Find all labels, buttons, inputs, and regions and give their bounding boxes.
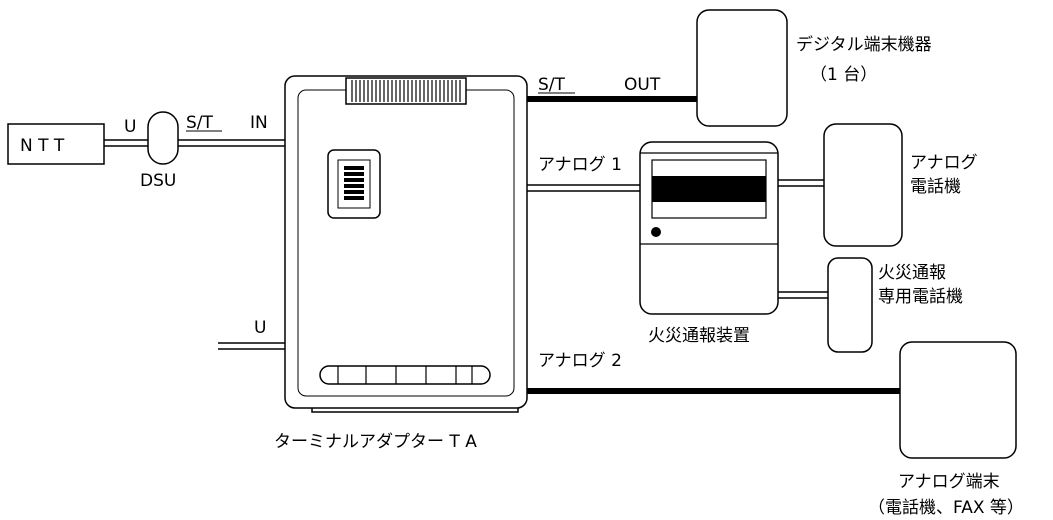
ta-indicator-bar bbox=[319, 365, 491, 385]
dip-switch bbox=[344, 172, 364, 176]
ta-indicator-dividers bbox=[337, 366, 473, 384]
fire-device-label: 火災通報装置 bbox=[648, 326, 750, 346]
analog-phone-label-2: 電話機 bbox=[910, 177, 961, 197]
fire-phone-label-2: 専用電話機 bbox=[878, 287, 963, 307]
analog-phone-box bbox=[823, 123, 903, 247]
fire-phone-box bbox=[827, 257, 873, 353]
analog1-label: アナログ 1 bbox=[538, 155, 622, 175]
out-label: OUT bbox=[624, 75, 661, 95]
dip-switch bbox=[344, 190, 364, 194]
dip-switch bbox=[344, 178, 364, 182]
digital-terminal-label-1: デジタル端末機器 bbox=[796, 34, 932, 55]
ta-dip-switches bbox=[344, 166, 364, 200]
st-left-label: S/T bbox=[186, 113, 214, 133]
fire-device-display-band bbox=[652, 176, 766, 202]
dsu-label: DSU bbox=[140, 171, 176, 191]
digital-terminal-label-2: （1 台） bbox=[810, 65, 877, 85]
dip-switch bbox=[344, 184, 364, 188]
analog-terminal-label-2: （電話機、FAX 等） bbox=[868, 498, 1024, 518]
ntt-label: N T T bbox=[20, 136, 65, 156]
ta-box bbox=[284, 75, 528, 409]
fire-device-button bbox=[651, 227, 661, 237]
u-left-label: U bbox=[124, 117, 136, 137]
fire-phone-label-1: 火災通報 bbox=[878, 263, 946, 283]
dip-switch bbox=[344, 166, 364, 170]
analog2-label: アナログ 2 bbox=[538, 351, 622, 371]
analog-terminal-box bbox=[899, 341, 1017, 459]
dip-switch bbox=[344, 196, 364, 200]
u-bottom-label: U bbox=[254, 318, 266, 338]
digital-terminal-box bbox=[696, 9, 788, 127]
analog-terminal-label-1: アナログ端末 bbox=[898, 472, 1000, 492]
st-top-label: S/T bbox=[538, 75, 566, 95]
ta-label: ターミナルアダプター T A bbox=[274, 432, 477, 452]
in-label: IN bbox=[250, 113, 268, 133]
analog-phone-label-1: アナログ bbox=[910, 153, 978, 173]
dsu-box bbox=[147, 111, 179, 165]
ntt-box bbox=[7, 123, 105, 165]
ta-top-vent bbox=[345, 77, 467, 105]
